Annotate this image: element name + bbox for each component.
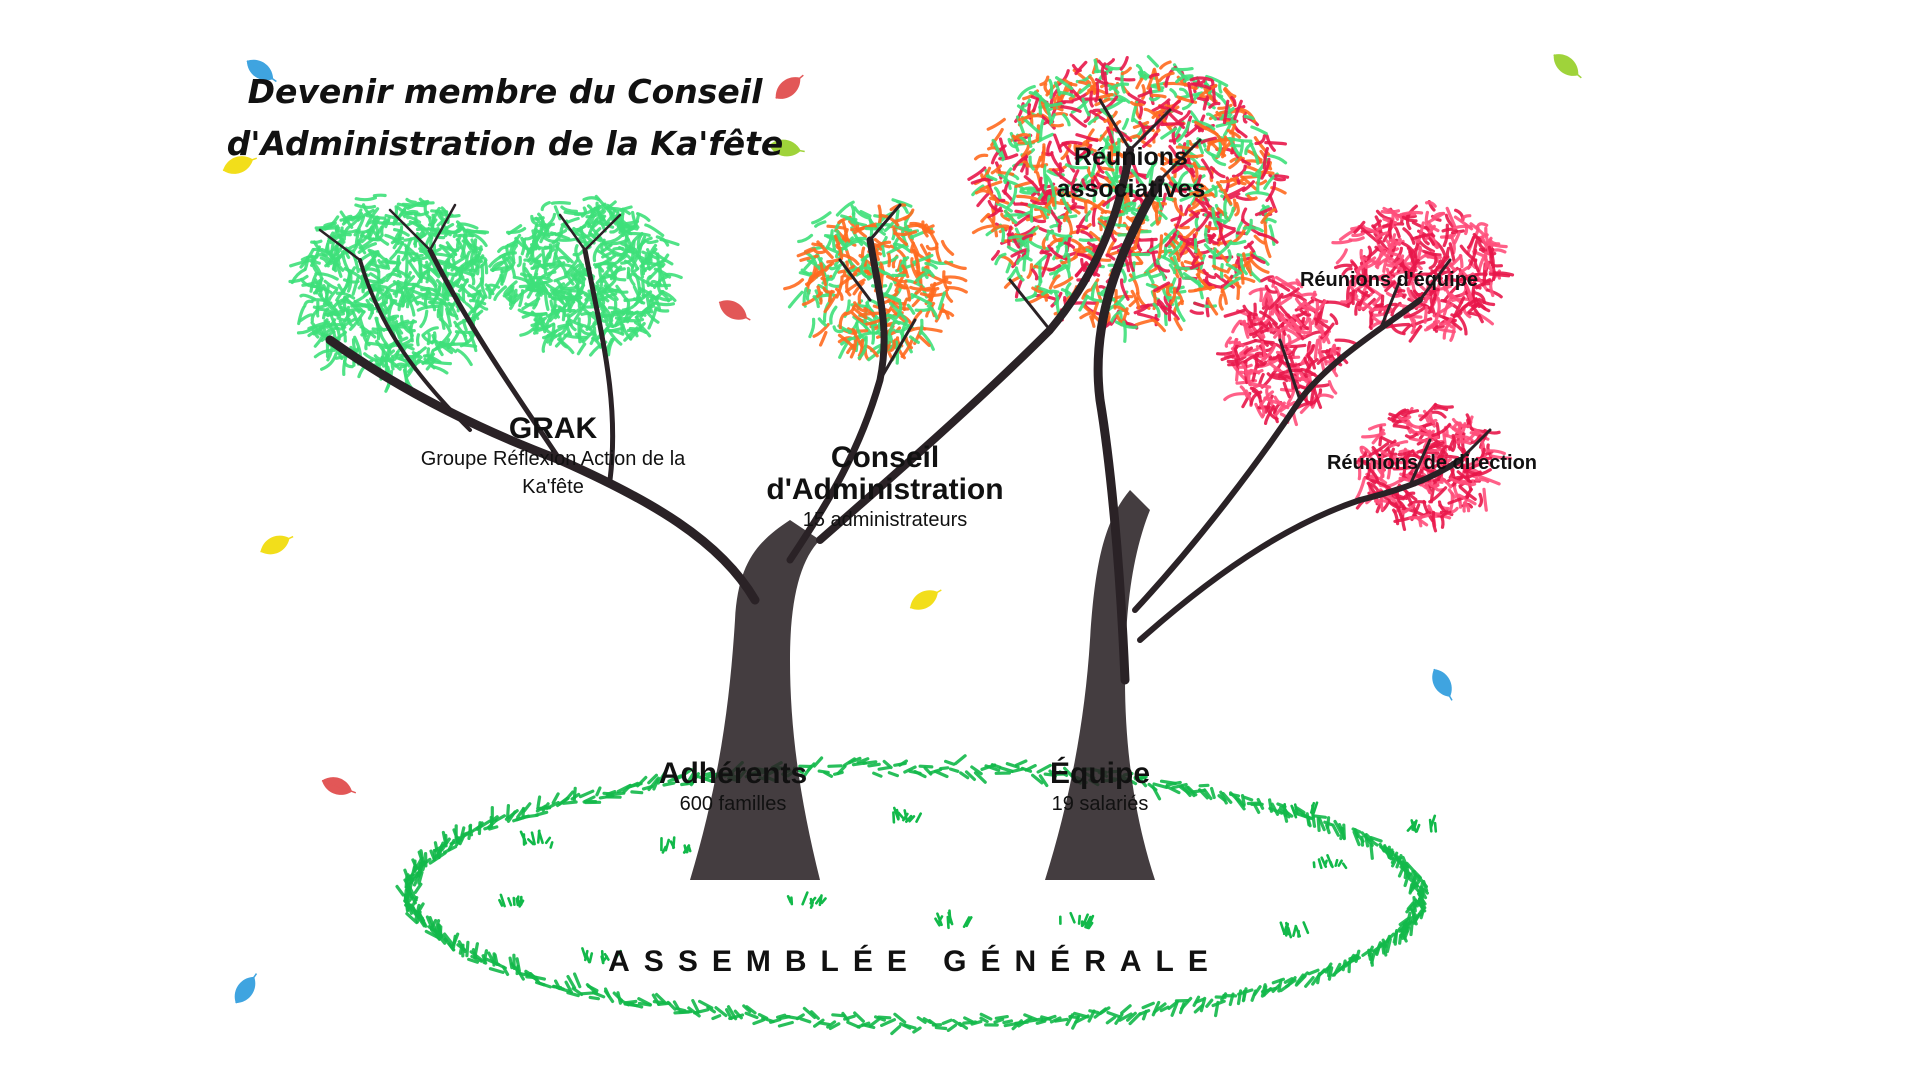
grak-foliage-left	[288, 193, 501, 393]
leaf-icon	[321, 777, 357, 795]
leaf-icon	[1432, 668, 1453, 701]
right-trunk	[1045, 490, 1155, 880]
grak-branch-1	[427, 247, 563, 463]
reunions-associatives-twigs	[1008, 98, 1202, 332]
reunions-associatives-branch-main	[1093, 175, 1165, 685]
grak-desc-line-2: Ka'fête	[522, 476, 584, 498]
falling-leaves	[222, 54, 1582, 1004]
reunions-direction-label: Réunions de direction	[1326, 452, 1538, 474]
reunions-equipe-foliage-left	[1216, 275, 1359, 427]
assemblee-ellipse	[395, 754, 1438, 1036]
leaf-icon	[260, 535, 294, 555]
equipe-name: Équipe	[1049, 757, 1151, 790]
grak-desc-line-1: Groupe Réflexion Action de la	[420, 448, 686, 470]
reunions-equipe-label: Réunions d'équipe	[1299, 269, 1479, 291]
grak-branch-2	[358, 258, 472, 432]
adherents-label: Adhérents 600 familles	[659, 758, 807, 818]
reunions-equipe-branch	[1132, 297, 1423, 613]
reunions-associatives-line-2: associatives	[1056, 175, 1206, 203]
reunions-equipe-twigs	[1278, 258, 1452, 402]
leaf-icon	[222, 156, 258, 174]
grak-name: GRAK	[508, 412, 598, 445]
diagram-title: Devenir membre du Conseil d'Administrati…	[227, 66, 783, 170]
leaf-icon	[775, 74, 804, 99]
conseil-name-line-2: d'Administration	[766, 473, 1004, 506]
assemblee-generale-label: ASSEMBLÉE GÉNÉRALE	[608, 945, 1222, 978]
adherents-count: 600 familles	[679, 793, 787, 815]
tree-branches	[318, 98, 1492, 685]
leaf-icon	[234, 973, 258, 1004]
equipe-label: Équipe 19 salariés	[1050, 758, 1150, 818]
left-trunk	[690, 520, 820, 880]
reunions-associatives-foliage	[967, 55, 1290, 343]
leaf-icon	[718, 300, 751, 321]
leaf-icon	[769, 139, 805, 157]
reunions-associatives-line-1: Réunions	[1074, 143, 1188, 171]
conseil-foliage	[783, 198, 968, 365]
grak-label: GRAK Groupe Réflexion Action de la Ka'fê…	[421, 413, 686, 501]
tree-trunks	[690, 490, 1155, 880]
reunions-direction-foliage	[1354, 402, 1513, 533]
title-line-2: d'Administration de la Ka'fête	[226, 124, 784, 163]
reunions-direction-twigs	[1408, 428, 1492, 487]
title-line-1: Devenir membre du Conseil	[247, 72, 763, 111]
grak-foliage-right	[488, 194, 683, 357]
adherents-name: Adhérents	[658, 757, 808, 790]
conseil-branch	[786, 236, 888, 564]
leaf-icon	[909, 589, 942, 610]
reunions-direction-branch	[1137, 457, 1463, 643]
equipe-count: 19 salariés	[1051, 793, 1149, 815]
conseil-label: Conseil d'Administration 15 administrate…	[766, 442, 1003, 534]
leaf-icon	[1553, 54, 1582, 79]
conseil-count: 15 administrateurs	[802, 509, 968, 531]
conseil-name-line-1: Conseil	[830, 441, 940, 474]
conseil-twigs	[838, 203, 917, 382]
reunions-associatives-label: Réunions associatives	[1057, 141, 1206, 205]
reunions-associatives-branch-left	[816, 146, 1134, 544]
grak-branch-3	[582, 247, 616, 483]
grak-twigs	[318, 203, 622, 262]
leaf-icon	[246, 59, 277, 83]
